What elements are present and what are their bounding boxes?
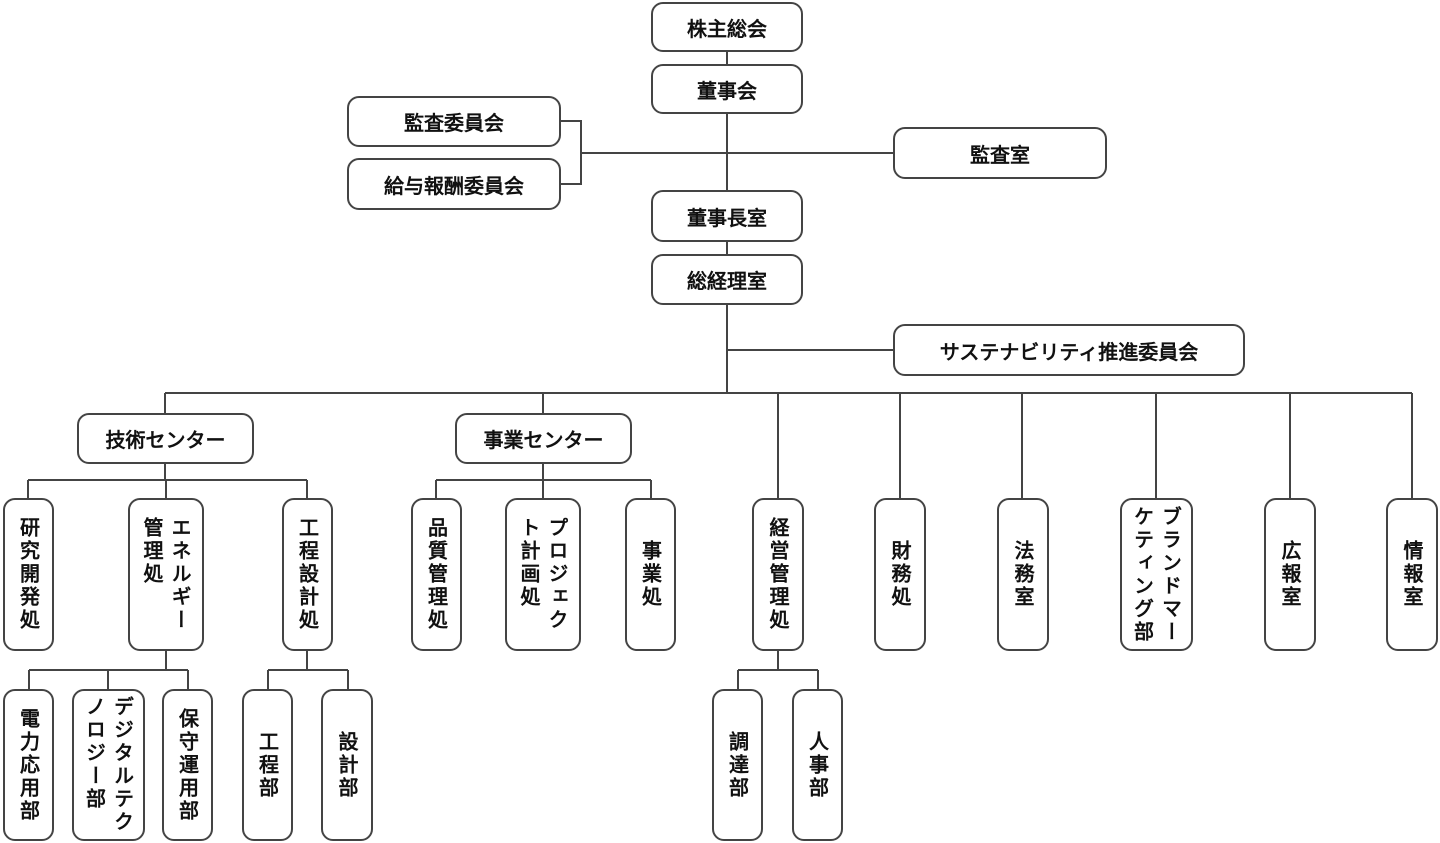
node-label-line: 研究開発処	[16, 517, 41, 632]
node-procurement: 調達部	[712, 689, 763, 841]
node-label-line: 工程設計処	[295, 517, 320, 632]
node-label: 工程設計処	[294, 517, 322, 632]
node-label-line: デジタルテク	[110, 696, 135, 834]
node-brand-marketing: ブランドマーケティング部	[1120, 498, 1193, 651]
node-label: 財務処	[886, 540, 914, 609]
node-design: 設計部	[321, 689, 373, 841]
node-label-line: ブランドマー	[1158, 505, 1183, 644]
node-legal: 法務室	[997, 498, 1049, 651]
node-sustainability-committee: サステナビリティ推進委員会	[893, 324, 1245, 376]
node-label: 人事部	[804, 731, 832, 800]
node-president-office: 総経理室	[651, 254, 803, 305]
node-label: 情報室	[1398, 540, 1426, 609]
node-shareholders: 株主総会	[651, 2, 803, 52]
node-label-line: 電力応用部	[16, 707, 41, 823]
node-audit-office: 監査室	[893, 127, 1107, 179]
node-label-line: ケティング部	[1130, 505, 1155, 644]
node-label-line: 管理処	[140, 517, 164, 586]
node-label: 電力応用部	[15, 708, 43, 823]
node-label: 保守運用部	[174, 708, 202, 823]
node-finance: 財務処	[874, 498, 926, 651]
node-board: 董事会	[651, 64, 803, 114]
node-engineering-design: 工程設計処	[282, 498, 333, 651]
node-quality-mgmt: 品質管理処	[411, 498, 462, 651]
node-label-line: 人事部	[805, 730, 830, 800]
node-label: 経営管理処	[764, 517, 792, 632]
node-label: 工程部	[254, 731, 282, 800]
node-digital-tech: デジタルテクノロジー部	[72, 689, 145, 841]
node-label: 調達部	[724, 731, 752, 800]
node-hr: 人事部	[792, 689, 843, 841]
node-label-line: ノロジー部	[82, 696, 107, 811]
node-label-line: 設計部	[335, 730, 359, 800]
node-label: 品質管理処	[423, 517, 451, 632]
node-label-line: 情報室	[1400, 540, 1424, 609]
node-label: 設計部	[333, 731, 361, 800]
node-label-line: 広報室	[1278, 540, 1302, 609]
node-label-line: 法務室	[1011, 540, 1035, 609]
node-label: ブランドマーケティング部	[1129, 506, 1185, 644]
node-label-line: 調達部	[725, 730, 750, 800]
node-corporate-mgmt: 経営管理処	[752, 498, 804, 651]
node-label: デジタルテクノロジー部	[81, 696, 137, 834]
node-compensation-committee: 給与報酬委員会	[347, 158, 561, 210]
node-project-planning: プロジェクト計画処	[505, 498, 581, 651]
node-label: エネルギー管理処	[138, 517, 194, 632]
node-business-div: 事業処	[625, 498, 676, 651]
node-label: 法務室	[1009, 540, 1037, 609]
node-it: 情報室	[1386, 498, 1438, 651]
node-label: 広報室	[1276, 540, 1304, 609]
node-energy-mgmt: エネルギー管理処	[128, 498, 204, 651]
node-label-line: 工程部	[255, 730, 280, 800]
node-label-line: 財務処	[888, 540, 912, 609]
node-label: 事業処	[637, 540, 665, 609]
node-label: 研究開発処	[15, 517, 43, 632]
node-chairman-office: 董事長室	[651, 190, 803, 242]
node-label-line: 経営管理処	[766, 517, 790, 632]
node-audit-committee: 監査委員会	[347, 96, 561, 147]
node-label: プロジェクト計画処	[515, 517, 571, 632]
node-label-line: 品質管理処	[424, 517, 449, 632]
node-label-line: 事業処	[638, 540, 663, 609]
node-label-line: プロジェク	[545, 517, 569, 632]
node-label-line: 保守運用部	[175, 707, 200, 823]
node-label-line: ト計画処	[517, 517, 541, 609]
node-rnd: 研究開発処	[3, 498, 54, 651]
node-pr: 広報室	[1264, 498, 1316, 651]
node-power-application: 電力応用部	[3, 689, 54, 841]
node-label-line: エネルギー	[168, 517, 192, 632]
node-engineering: 工程部	[242, 689, 293, 841]
node-business-center: 事業センター	[455, 413, 632, 464]
node-maintenance: 保守運用部	[162, 689, 213, 841]
node-tech-center: 技術センター	[77, 413, 254, 464]
